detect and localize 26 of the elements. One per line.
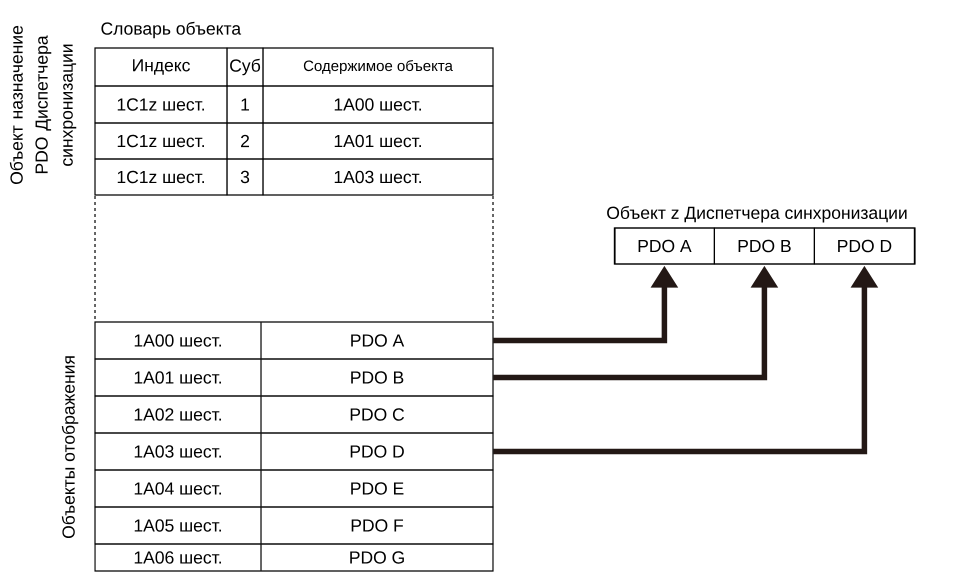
table-cell: 1	[226, 85, 264, 124]
mapping-row: 1A01 шест. PDO B	[94, 358, 494, 397]
mapping-row: 1A02 шест. PDO C	[94, 395, 494, 434]
side-label: Объекты отображения	[62, 356, 78, 538]
table-cell: 1A01 шест.	[262, 122, 494, 160]
mapping-row: 1A00 шест. PDO A	[94, 321, 494, 360]
mapping-row: 1A03 шест. PDO D	[94, 432, 494, 471]
pdo-cell: PDO B	[714, 227, 815, 265]
table-cell: 2	[226, 122, 264, 160]
table-cell: 1C1z шест.	[94, 122, 228, 160]
header-cell: Индекс	[94, 47, 228, 87]
table-cell: 1C1z шест.	[94, 85, 228, 124]
mapping-row: 1A04 шест. PDO E	[94, 469, 494, 508]
node-label: Объект z Диспетчера синхронизации	[607, 206, 907, 222]
mapping-row: 1A05 шест. PDO F	[94, 506, 494, 545]
pdo-cell: PDO D	[814, 227, 915, 265]
header-cell: Содержимое объекта	[262, 47, 494, 87]
table-cell: 1A03 шест.	[262, 158, 494, 196]
table-title: Словарь объекта	[101, 22, 242, 38]
side-label: Объект назначение PDO Диспетчера синхронизации	[10, 26, 76, 184]
table-cell: 1A00 шест.	[262, 85, 494, 124]
header-cell: Суб	[226, 47, 264, 87]
table-cell: 1C1z шест.	[94, 158, 228, 196]
mapping-row: 1A06 шест. PDO G	[94, 543, 494, 572]
pdo-cell: PDO A	[614, 227, 715, 265]
table-cell: 3	[226, 158, 264, 196]
